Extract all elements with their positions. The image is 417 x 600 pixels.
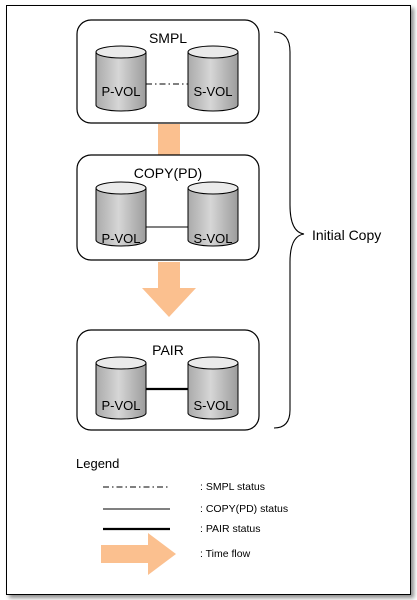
state-title: COPY(PD) (134, 165, 202, 181)
legend-label: : COPY(PD) status (200, 503, 288, 515)
volume-label: P-VOL (101, 231, 140, 246)
state-box-copy-pd: COPY(PD) P-VOL S-VOL (76, 154, 260, 261)
volume-label: P-VOL (101, 398, 140, 413)
state-title: SMPL (149, 30, 187, 46)
volume-label: S-VOL (193, 398, 232, 413)
state-title: PAIR (152, 342, 184, 358)
brace-icon (273, 31, 305, 429)
legend-label: : Time flow (200, 548, 251, 560)
legend-label: : PAIR status (200, 523, 261, 535)
volume-s: S-VOL (187, 181, 239, 247)
state-box-pair: PAIR P-VOL S-VOL (76, 329, 260, 431)
volume-s: S-VOL (187, 356, 239, 420)
state-box-smpl: SMPL P-VOL S-VOL (76, 19, 260, 124)
volume-label: P-VOL (101, 84, 140, 99)
legend-title: Legend (76, 456, 119, 471)
brace-label: Initial Copy (312, 227, 381, 243)
volume-label: S-VOL (193, 84, 232, 99)
transition-bar-smpl-copy (158, 124, 180, 158)
legend-arrow-icon (101, 533, 176, 575)
volume-p: P-VOL (95, 181, 147, 247)
volume-label: S-VOL (193, 231, 232, 246)
legend-label: : SMPL status (200, 481, 265, 493)
volume-s: S-VOL (187, 45, 239, 112)
time-flow-arrow (142, 262, 196, 317)
volume-p: P-VOL (95, 356, 147, 420)
volume-p: P-VOL (95, 45, 147, 112)
